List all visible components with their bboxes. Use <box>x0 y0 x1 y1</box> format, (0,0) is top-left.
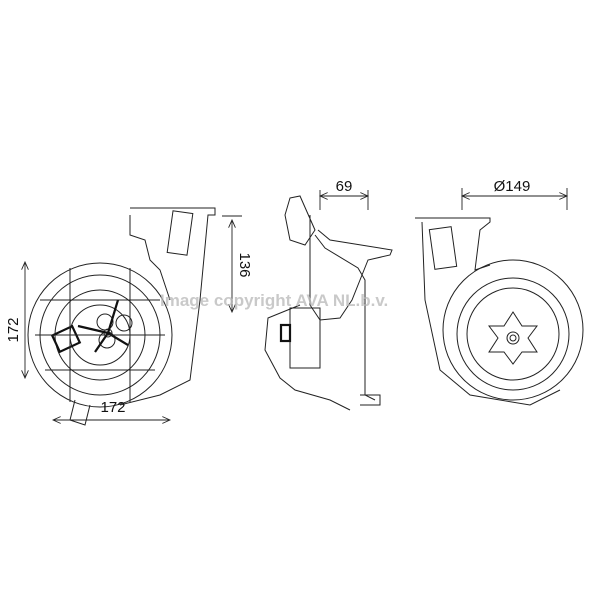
side-depth-label: 69 <box>336 178 353 195</box>
fan-diameter-label: Ø149 <box>494 178 531 195</box>
front-view <box>27 207 216 426</box>
dim-fan-diameter: Ø149 <box>462 178 567 210</box>
dim-outlet-height: 136 <box>222 215 253 312</box>
fan-wheel <box>488 311 538 365</box>
front-width-label: 172 <box>100 399 125 416</box>
outlet-height-label: 136 <box>236 252 253 277</box>
watermark: Image copyright AVA NL.b.v. <box>160 291 388 310</box>
dim-front-width: 172 <box>53 399 170 420</box>
side-view <box>264 195 393 411</box>
dim-front-height: 172 <box>5 262 25 378</box>
front-height-label: 172 <box>5 317 22 342</box>
dim-side-depth: 69 <box>320 178 368 210</box>
rear-view <box>415 217 584 406</box>
